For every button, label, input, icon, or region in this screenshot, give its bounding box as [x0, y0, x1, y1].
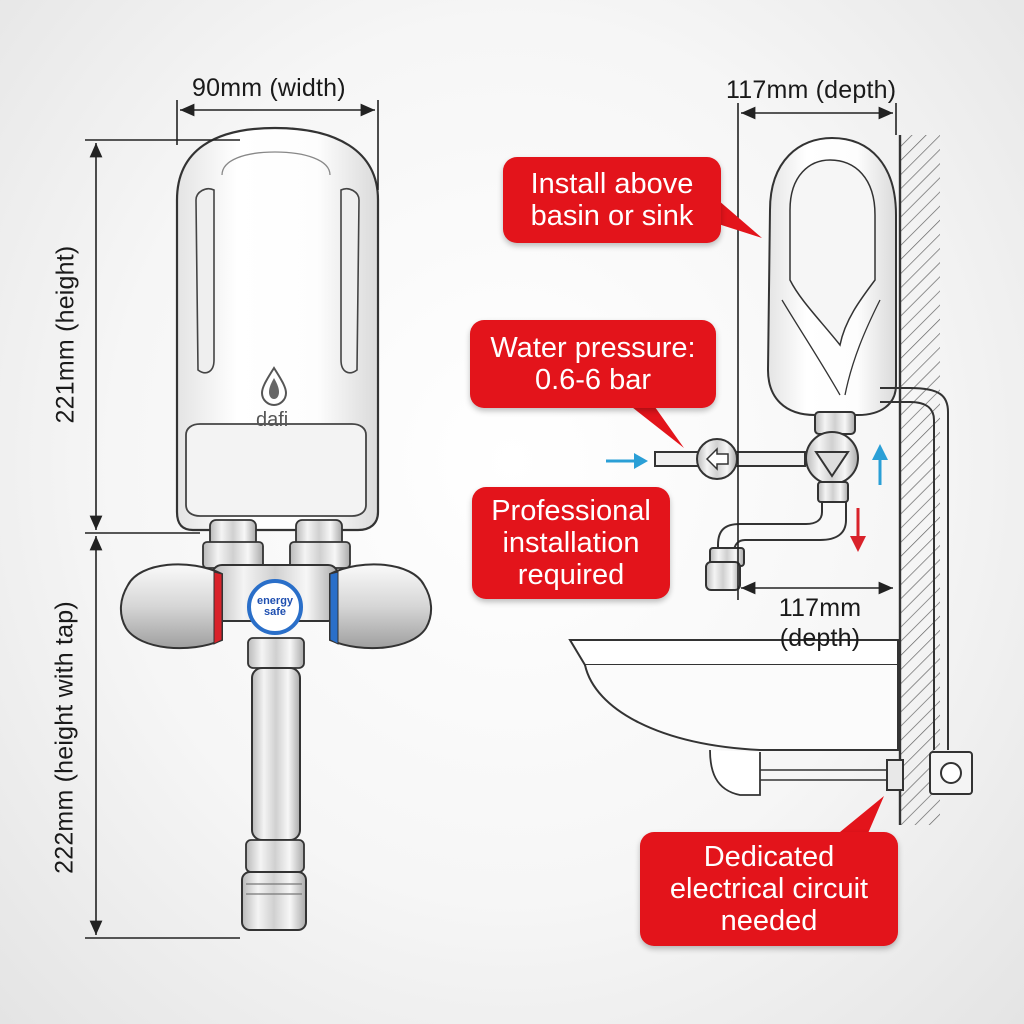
callout-water-pressure: Water pressure: 0.6-6 bar: [470, 320, 716, 408]
callout-electrical-circuit: Dedicated electrical circuit needed: [640, 832, 898, 946]
depth-lower-value-label: 117mm: [778, 594, 862, 622]
brand-logo-text: dafi: [256, 409, 289, 431]
callout-pressure-text: Water pressure: 0.6-6 bar: [490, 332, 696, 396]
width-dimension-label: 90mm (width): [192, 74, 346, 102]
depth-lower-unit-label: (depth): [779, 624, 861, 652]
height-with-tap-dimension-label: 222mm (height with tap): [50, 601, 79, 874]
callout-professional-installation: Professional installation required: [472, 487, 670, 599]
heater-side-view: [568, 136, 973, 796]
dimension-lines-front: [85, 100, 379, 939]
dimension-lines-side: [737, 103, 897, 600]
callout-pointers: [628, 200, 884, 838]
depth-top-dimension-label: 117mm (depth): [726, 76, 897, 104]
callout-install-text: Install above basin or sink: [530, 168, 694, 232]
callout-install-location: Install above basin or sink: [503, 157, 721, 243]
callout-professional-text: Professional installation required: [491, 495, 651, 591]
energy-safe-badge: energy safe: [256, 595, 294, 618]
water-flow-arrows: [606, 444, 888, 552]
callout-electrical-text: Dedicated electrical circuit needed: [669, 841, 869, 937]
heater-front-view: [120, 126, 432, 931]
height-dimension-label: 221mm (height): [51, 245, 80, 424]
